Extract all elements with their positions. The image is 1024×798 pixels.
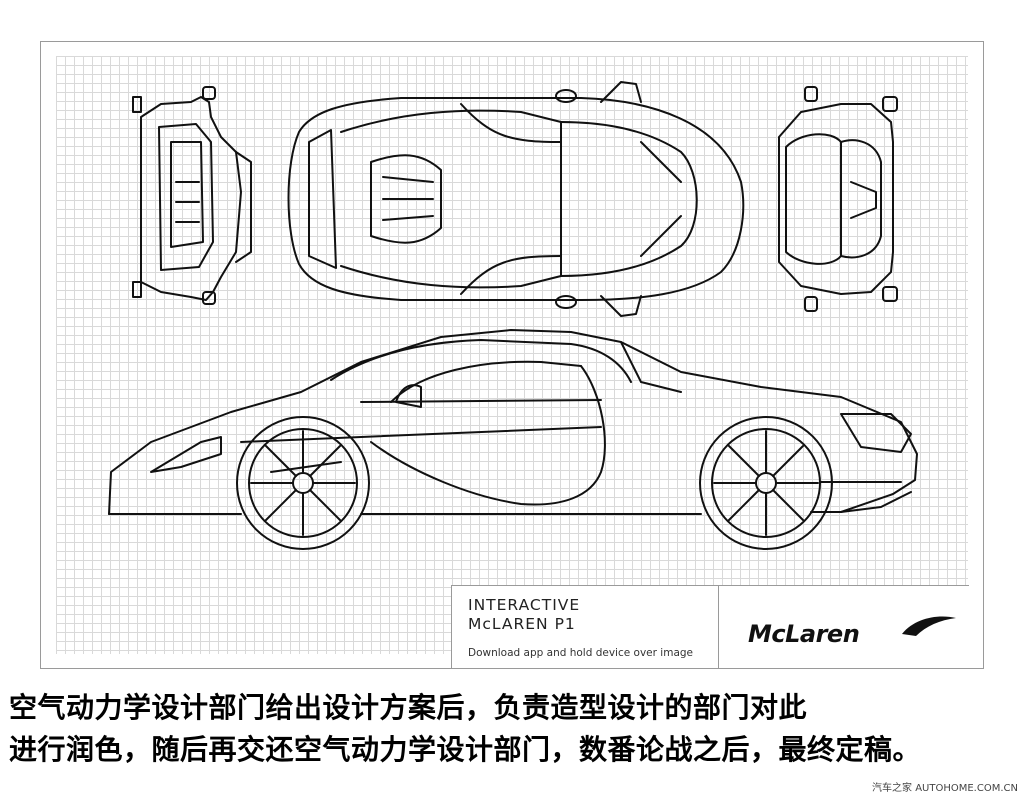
- front-wheel-drawing: [236, 416, 370, 550]
- info-box: INTERACTIVE McLAREN P1 Download app and …: [451, 585, 969, 668]
- watermark: 汽车之家 AUTOHOME.COM.CN: [872, 783, 1018, 794]
- info-subtitle: Download app and hold device over image: [468, 647, 694, 659]
- info-title-line1: INTERACTIVE: [468, 596, 581, 614]
- caption-line-2: 进行润色，随后再交还空气动力学设计部门，数番论战之后，最终定稿。: [9, 733, 922, 766]
- car-blueprint-drawing: [108, 81, 918, 550]
- caption-line-1: 空气动力学设计部门给出设计方案后，负责造型设计的部门对此: [9, 691, 808, 724]
- front-view-drawing: [132, 86, 252, 305]
- swoosh-icon: [902, 616, 956, 636]
- rear-view-drawing: [778, 86, 898, 312]
- top-view-drawing: [287, 81, 745, 317]
- mclaren-logo: McLaren: [740, 612, 960, 652]
- logo-wordmark: McLaren: [748, 620, 860, 648]
- side-view-drawing: [108, 329, 918, 515]
- blueprint-sheet: INTERACTIVE McLAREN P1 Download app and …: [40, 41, 984, 669]
- info-title-line2: McLAREN P1: [468, 615, 576, 633]
- grid-background: [56, 56, 968, 654]
- info-box-text-panel: INTERACTIVE McLAREN P1 Download app and …: [452, 586, 719, 668]
- rear-wheel-drawing: [699, 416, 833, 550]
